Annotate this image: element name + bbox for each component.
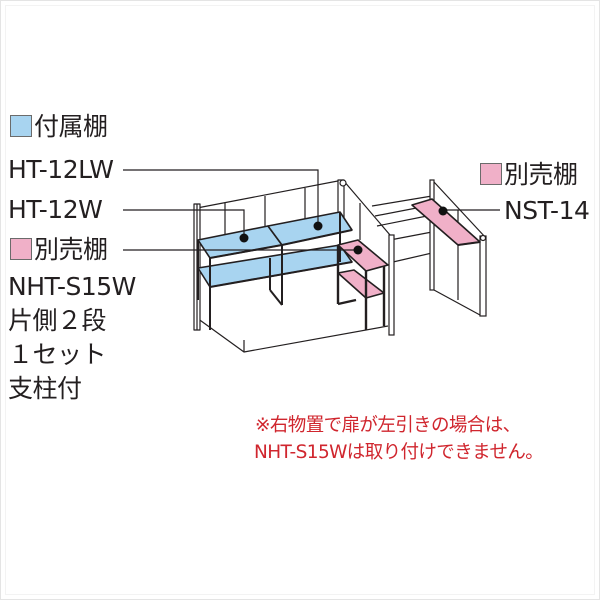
shed-floor-front	[196, 317, 389, 353]
leader-ht-12lw	[123, 169, 319, 226]
light-blue-square-icon	[10, 115, 32, 137]
nht-s15w-detail-set: １セット	[8, 340, 107, 369]
leader-ht-12w	[123, 209, 245, 236]
legend-optional-left-title: 別売棚	[10, 235, 108, 265]
image-inner-border	[5, 5, 595, 595]
nht-s15w-detail-post: 支柱付	[8, 374, 82, 403]
model-ht-12lw: HT-12LW	[8, 155, 114, 184]
shelf-nht-s15w-top	[337, 239, 389, 272]
note-line-2: NHT-S15Wは取り付けできません。	[254, 442, 544, 463]
pink-square-icon	[10, 238, 32, 260]
legend-included-title-text: 付属棚	[34, 112, 108, 141]
nht-s15w-detail-tiers: 片側２段	[8, 306, 107, 335]
model-ht-12w: HT-12W	[8, 195, 103, 224]
right-shed-post-back	[429, 179, 435, 291]
callout-dot-ht-12lw	[313, 221, 323, 231]
model-nst-14: NST-14	[504, 196, 590, 225]
model-nht-s15w: NHT-S15W	[8, 272, 136, 301]
note-line-1: ※右物置で扉が左引きの場合は、	[255, 415, 521, 436]
legend-optional-left-title-text: 別売棚	[34, 235, 108, 264]
legend-included-title: 付属棚	[10, 112, 108, 142]
callout-dot-ht-12w	[239, 233, 249, 243]
pink-square-icon	[480, 163, 502, 185]
right-shed-post-left	[388, 234, 395, 336]
legend-optional-right-title: 別売棚	[480, 160, 578, 190]
shed-right-wall-top	[342, 179, 391, 236]
shelf-nst-14	[411, 198, 481, 246]
legend-optional-right-title-text: 別売棚	[504, 160, 578, 189]
shed-back-top-edge	[196, 179, 344, 209]
callout-dot-nht-s15w	[353, 245, 363, 255]
callout-dot-nst-14	[438, 206, 448, 216]
right-shed-post-front	[479, 235, 487, 317]
shelf-nht-s15w-bottom	[337, 269, 385, 299]
